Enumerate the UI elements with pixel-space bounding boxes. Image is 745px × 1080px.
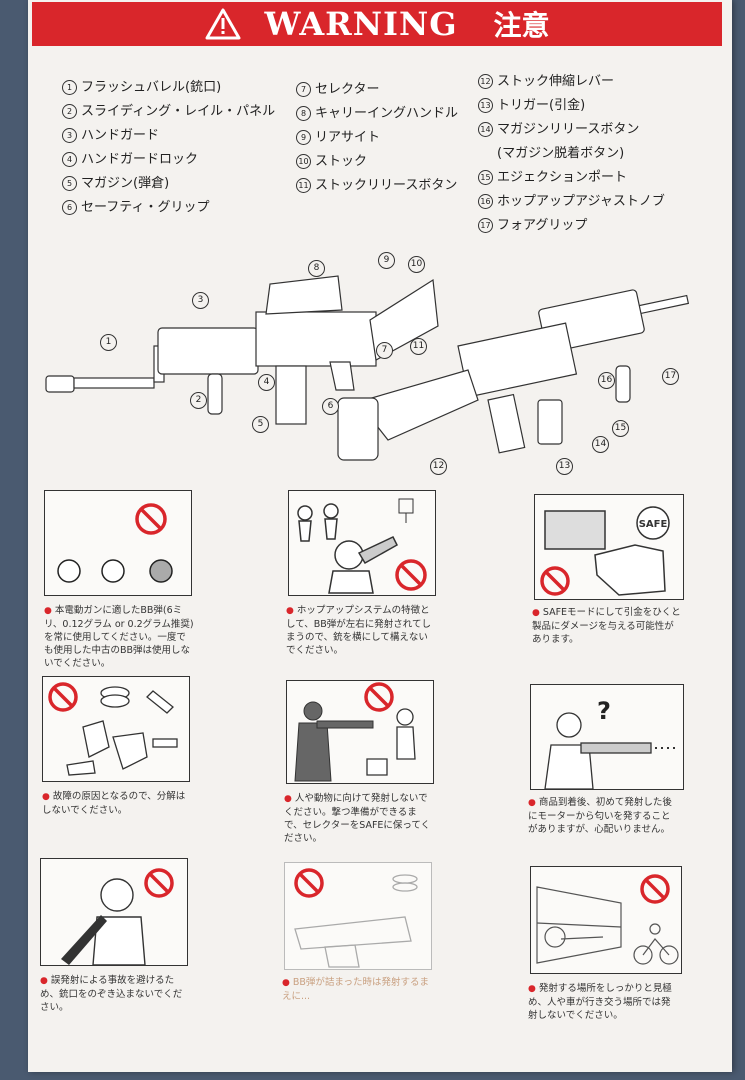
stock <box>369 278 439 361</box>
receiver <box>255 311 377 367</box>
prohibition-icon <box>144 868 174 898</box>
warning-panel-2 <box>288 490 436 596</box>
callout-15: 15 <box>612 420 629 437</box>
callout-3: 3 <box>192 292 209 309</box>
rifle-illustration <box>45 275 690 461</box>
warning-title-ja: 注意 <box>493 9 550 42</box>
callout-8: 8 <box>308 260 325 277</box>
callout-17: 17 <box>662 368 679 385</box>
barrel <box>73 377 155 389</box>
callout-1: 1 <box>100 334 117 351</box>
warning-triangle-icon <box>205 8 241 40</box>
warning-text-8: ●BB弾が詰まった時は発射するまえに... <box>282 977 430 1002</box>
flash-hider <box>45 375 75 393</box>
warning-text-6: ●商品到着後、初めて発射した後にモーターから匂いを発することがありますが、心配い… <box>528 797 672 835</box>
warning-panel-9 <box>530 866 682 974</box>
warning-panel-3: SAFE <box>534 494 684 600</box>
buttpad <box>337 397 379 461</box>
warning-text-5: ●人や動物に向けて発射しないでください。撃つ準備ができるまで、セレクターをSAF… <box>284 793 431 844</box>
prohibition-icon <box>395 559 427 591</box>
warning-text-3: ●SAFEモードにして引金をひくと製品にダメージを与える可能性があります。 <box>532 607 681 645</box>
warning-text-1: ●本電動ガンに適したBB弾(6ミリ、0.12グラム or 0.2グラム推奨)を常… <box>44 605 194 669</box>
callout-6: 6 <box>322 398 339 415</box>
handguard <box>157 327 259 375</box>
callout-13: 13 <box>556 458 573 475</box>
warning-panel-4 <box>42 676 190 782</box>
warning-text-7: ●誤発射による事故を避けるため、銃口をのぞき込まないでください。 <box>40 975 183 1013</box>
warning-panel-1 <box>44 490 192 596</box>
prohibition-icon <box>294 868 324 898</box>
callout-10: 10 <box>408 256 425 273</box>
callout-5: 5 <box>252 416 269 433</box>
callout-11: 11 <box>410 338 427 355</box>
rifle-diagram: 1 2 3 4 5 6 7 8 9 10 11 12 13 14 15 16 1… <box>38 250 718 480</box>
callout-7: 7 <box>376 342 393 359</box>
foregrip <box>207 373 223 415</box>
callout-14: 14 <box>592 436 609 453</box>
warning-panel-8 <box>284 862 432 970</box>
callout-12: 12 <box>430 458 447 475</box>
carrying-handle <box>265 275 343 315</box>
callout-2: 2 <box>190 392 207 409</box>
svg-text:SAFE: SAFE <box>639 519 668 530</box>
svg-text:?: ? <box>597 697 611 725</box>
warning-panel-7 <box>40 858 188 966</box>
warning-text-2: ●ホップアップシステムの特徴として、BB弾が左右に発射されてしまうので、銃を横に… <box>286 605 431 656</box>
pistol-grip <box>329 361 355 391</box>
prohibition-icon <box>135 503 167 535</box>
callout-9: 9 <box>378 252 395 269</box>
part-item: (マガジン脱着ボタン) <box>497 146 625 161</box>
warning-title-en: WARNING <box>264 5 458 43</box>
callout-4: 4 <box>258 374 275 391</box>
warning-panel-5 <box>286 680 434 784</box>
magazine <box>275 365 307 425</box>
warning-banner: WARNING 注意 <box>32 2 722 46</box>
warning-text-9: ●発射する場所をしっかりと見極め、人や車が行き交う場所では発射しないでください。 <box>528 983 672 1021</box>
prohibition-icon <box>364 682 394 712</box>
prohibition-icon <box>48 682 78 712</box>
prohibition-icon <box>540 566 570 596</box>
callout-16: 16 <box>598 372 615 389</box>
prohibition-icon <box>640 874 670 904</box>
warning-panel-6: ? <box>530 684 684 790</box>
warning-text-4: ●故障の原因となるので、分解はしないでください。 <box>42 791 186 816</box>
